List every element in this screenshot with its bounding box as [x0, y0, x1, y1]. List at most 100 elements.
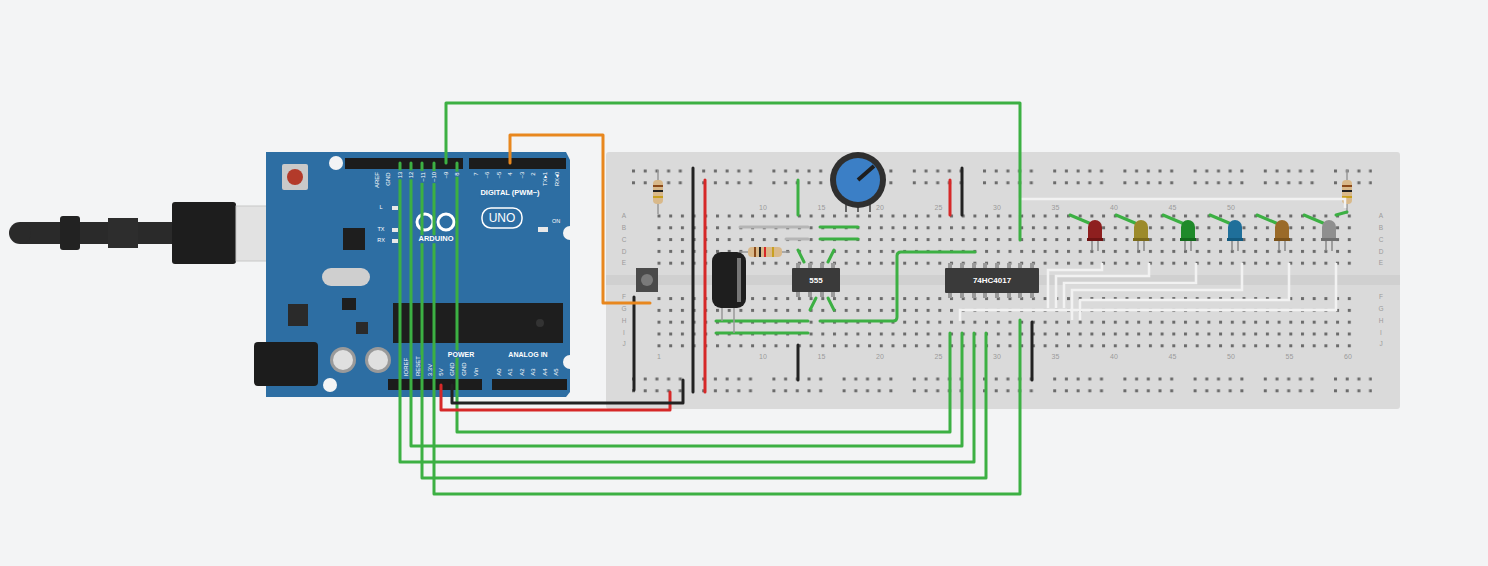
row-letter: J [622, 341, 625, 348]
arduino-wires-part [510, 135, 650, 303]
column-number: 20 [876, 353, 884, 360]
column-number: 10 [759, 204, 767, 211]
components-part [636, 268, 658, 292]
components-part [748, 247, 782, 257]
usb-cable-part [20, 222, 180, 244]
pin-label: ~9 [443, 171, 449, 180]
led-row-part-part [1070, 215, 1089, 223]
arduino-board-part [438, 214, 454, 230]
arduino-board-part [330, 347, 356, 373]
usb-cable-part [108, 218, 138, 248]
arduino-board-part [563, 226, 577, 240]
jumper-wires-part [797, 345, 800, 380]
arduino-board-part [323, 378, 337, 392]
components-part [653, 180, 663, 204]
led-row-part [1087, 238, 1103, 241]
pin-label: IOREF [403, 357, 409, 377]
components-part [830, 152, 886, 208]
column-number: 15 [818, 204, 826, 211]
led-row-part [1092, 241, 1332, 251]
led-row-part-part [1097, 241, 1099, 251]
pin-label: GND [385, 171, 391, 186]
breadboard-part [630, 168, 1372, 192]
jumper-wires-part [828, 250, 834, 262]
row-letter: D [622, 249, 627, 256]
pin-label: A4 [542, 368, 548, 377]
row-letter: I [623, 330, 625, 337]
led-row-part [1274, 238, 1290, 241]
chip-label: 555 [809, 276, 822, 285]
arduino-board-part [538, 227, 548, 232]
components-part [712, 252, 746, 308]
led-row-part [1322, 220, 1336, 240]
arduino-wires-part [400, 163, 974, 462]
pin-label: A1 [507, 368, 513, 377]
arduino-board-part [469, 158, 566, 169]
column-number: 55 [1286, 353, 1294, 360]
arduino-wires-part [422, 163, 986, 478]
led-row-part-part [1072, 263, 1242, 320]
arduino-board-part [254, 342, 318, 386]
arduino-board-part [392, 206, 398, 210]
usb-cable-part [60, 216, 80, 250]
pin-label: 2 [530, 171, 536, 176]
arduino-board-part [342, 298, 356, 310]
components-part [1342, 196, 1352, 198]
led-label: RX [377, 238, 385, 244]
arduino-board-part [356, 322, 368, 334]
jumper-wires-part [716, 320, 808, 323]
usb-cable [9, 202, 300, 264]
column-number: 10 [759, 353, 767, 360]
arduino-board-part [322, 268, 370, 286]
pin-label: RESET [415, 355, 421, 377]
chip-label: 74HC4017 [973, 276, 1011, 285]
column-number: 30 [993, 353, 1001, 360]
led-row-part-part [1325, 241, 1327, 251]
arduino-board-part [288, 304, 308, 326]
header-title: POWER [447, 351, 475, 358]
components-part [1342, 180, 1352, 204]
pin-label: ~11 [420, 171, 426, 183]
row-letter: J [1379, 341, 1382, 348]
column-number: 25 [935, 204, 943, 211]
row-letter: E [622, 260, 626, 267]
led-label: L [379, 205, 382, 211]
jumper-wires-part [828, 298, 834, 310]
led-row-part [1321, 238, 1337, 241]
ic-chip: 74HC4017 [945, 268, 1039, 293]
components-part [772, 247, 774, 257]
column-number: 20 [876, 204, 884, 211]
led-row-part [960, 199, 1345, 321]
arduino-board-part [393, 303, 563, 343]
led-row-part [1088, 220, 1102, 240]
pin-label: A0 [496, 368, 502, 377]
pin-label: ~3 [519, 171, 525, 180]
jumper-wires-part [740, 226, 808, 229]
column-number: 50 [1227, 204, 1235, 211]
jumper-wires-part [820, 226, 858, 229]
led-row-part-part [1304, 215, 1323, 223]
led-row-part-part [1091, 241, 1093, 251]
jumper-wires-part [692, 168, 695, 392]
row-letter: B [622, 225, 626, 232]
column-number: 25 [935, 353, 943, 360]
arduino-board [254, 152, 577, 397]
components-part [1342, 185, 1352, 187]
arduino-board-part [392, 228, 398, 232]
pin-label: TX▸1 [542, 171, 548, 187]
column-number: 40 [1110, 353, 1118, 360]
breadboard-part [606, 152, 1400, 409]
components [636, 152, 1352, 333]
led-label: TX [377, 227, 384, 233]
led-row-part-part [1116, 215, 1135, 223]
led-row-part [1227, 238, 1243, 241]
arduino-wires-part [457, 163, 950, 432]
components-part [737, 258, 741, 302]
pin-label: GND [461, 362, 467, 377]
column-number: 35 [1052, 353, 1060, 360]
pin-label: 3.3V [427, 363, 433, 377]
pin-label: 5V [438, 368, 444, 377]
led-row-part [1134, 220, 1148, 240]
row-letter: F [1379, 294, 1383, 301]
